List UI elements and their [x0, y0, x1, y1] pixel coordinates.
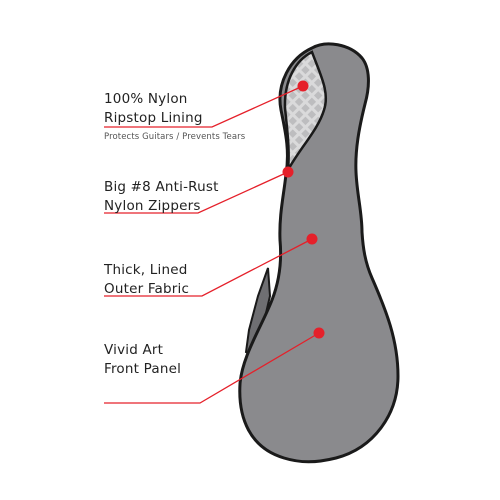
callout-title-line-2: Nylon Zippers: [104, 198, 201, 214]
callout-title-line-2: Front Panel: [104, 361, 182, 377]
callout-title-line-1: 100% Nylon: [104, 91, 188, 107]
callout-line-front-panel: [104, 332, 320, 404]
callout-dot-zippers: [282, 166, 294, 178]
callout-label-zippers: Big #8 Anti-Rust Nylon Zippers: [104, 178, 219, 216]
callout-dot-fabric: [306, 233, 318, 245]
callout-dots: [282, 80, 325, 339]
callout-label-lining: 100% Nylon Ripstop Lining Protects Guita…: [104, 90, 245, 144]
callout-label-fabric: Thick, Lined Outer Fabric: [104, 261, 189, 299]
callout-title-line-2: Outer Fabric: [104, 281, 190, 297]
callout-title-line-2: Ripstop Lining: [104, 110, 203, 126]
callout-line-lining: [104, 85, 304, 128]
callout-dot-front-panel: [313, 327, 325, 339]
callout-lines: [104, 85, 320, 404]
zipper-edge: [287, 51, 327, 171]
callout-title-line-1: Vivid Art: [104, 342, 164, 358]
callout-dot-lining: [297, 80, 309, 92]
callout-line-zippers: [104, 171, 289, 214]
callout-line-fabric: [104, 238, 313, 297]
callout-title-line-1: Thick, Lined: [104, 262, 188, 278]
callout-title-line-1: Big #8 Anti-Rust: [104, 179, 219, 195]
bag-body: [238, 42, 400, 464]
callout-label-front-panel: Vivid Art Front Panel: [104, 341, 181, 379]
callout-subtitle: Protects Guitars / Prevents Tears: [104, 132, 246, 142]
